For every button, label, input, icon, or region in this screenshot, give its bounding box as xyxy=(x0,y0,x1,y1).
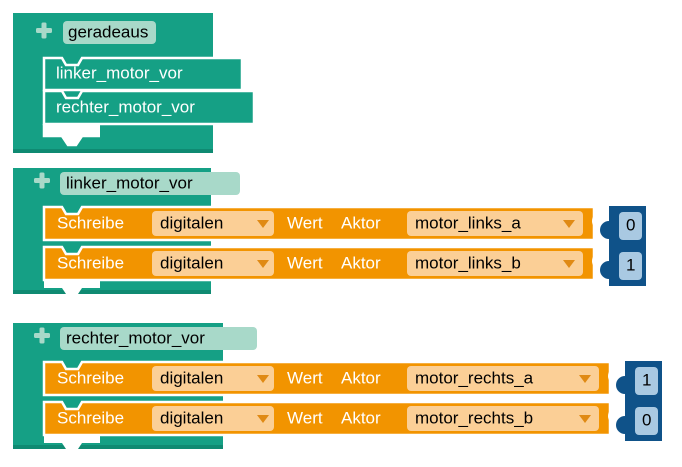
call-block-shape xyxy=(42,89,256,126)
procedure-block-rechter-motor-vor[interactable]: rechter_motor_vor Schreibe digitalen Wer… xyxy=(13,323,662,452)
label-write: Schreibe xyxy=(57,253,124,272)
value-input-socket xyxy=(592,252,601,270)
mode-dropdown-field[interactable] xyxy=(152,366,274,391)
value-block-links-a[interactable]: 0 xyxy=(600,206,646,246)
value-input-socket xyxy=(608,407,617,425)
mode-dropdown-field[interactable] xyxy=(152,251,274,276)
actuator-dropdown-label: motor_links_a xyxy=(415,213,521,232)
procedure-call-block-linker-motor-vor[interactable]: linker_motor_vor xyxy=(42,56,244,92)
label-write: Schreibe xyxy=(57,213,124,232)
actuator-dropdown-label: motor_rechts_a xyxy=(415,368,534,387)
plus-icon[interactable] xyxy=(36,22,52,39)
statement-slot-notch-fill xyxy=(44,280,100,297)
label-write: Schreibe xyxy=(57,408,124,427)
chevron-down-icon[interactable] xyxy=(579,415,591,423)
label-actuator: Aktor xyxy=(341,368,381,387)
value-label: 1 xyxy=(642,370,651,389)
actuator-write-block-links-b[interactable]: Schreibe digitalen Wert Aktor motor_link… xyxy=(42,245,601,282)
chevron-down-icon[interactable] xyxy=(257,415,269,423)
value-block-links-b[interactable]: 1 xyxy=(600,246,646,286)
procedure-call-block-rechter-motor-vor[interactable]: rechter_motor_vor xyxy=(42,89,256,126)
call-block-label: rechter_motor_vor xyxy=(56,97,195,116)
statement-slot-notch-fill xyxy=(44,435,100,452)
value-field[interactable] xyxy=(635,407,658,435)
actuator-write-block-rechts-a[interactable]: Schreibe digitalen Wert Aktor motor_rech… xyxy=(42,360,617,397)
value-block-rechts-b[interactable]: 0 xyxy=(616,401,662,441)
chevron-down-icon[interactable] xyxy=(257,375,269,383)
procedure-block-geradeaus[interactable]: geradeaus linker_motor_vor rechter_motor… xyxy=(13,13,256,153)
value-input-socket xyxy=(592,212,601,230)
procedure-body-bottom-edge xyxy=(13,290,211,294)
label-write: Schreibe xyxy=(57,368,124,387)
statement-slot-notch-fill xyxy=(44,124,100,145)
actuator-dropdown-label: motor_links_b xyxy=(415,253,521,272)
value-label: 0 xyxy=(626,215,635,234)
mode-dropdown-label: digitalen xyxy=(160,213,223,232)
value-field[interactable] xyxy=(635,367,658,395)
actuator-dropdown-field[interactable] xyxy=(407,366,599,391)
label-actuator: Aktor xyxy=(341,213,381,232)
mode-dropdown-field[interactable] xyxy=(152,406,274,431)
label-value: Wert xyxy=(287,368,323,387)
procedure-name-field[interactable] xyxy=(60,327,257,350)
value-block-rechts-a[interactable]: 1 xyxy=(616,361,662,401)
mode-dropdown-label: digitalen xyxy=(160,368,223,387)
procedure-body-bottom-edge xyxy=(13,149,213,153)
mode-dropdown-field[interactable] xyxy=(152,211,274,236)
label-value: Wert xyxy=(287,253,323,272)
actuator-dropdown-field[interactable] xyxy=(407,406,599,431)
plus-icon[interactable] xyxy=(34,327,50,344)
actuator-dropdown-field[interactable] xyxy=(407,251,583,276)
call-block-label: linker_motor_vor xyxy=(56,63,183,82)
procedure-name-label: geradeaus xyxy=(68,22,148,41)
chevron-down-icon[interactable] xyxy=(257,260,269,268)
procedure-name-field[interactable] xyxy=(60,172,240,195)
value-label: 1 xyxy=(626,255,635,274)
actuator-dropdown-label: motor_rechts_b xyxy=(415,408,533,427)
procedure-body-bottom-edge xyxy=(13,445,223,449)
mode-dropdown-label: digitalen xyxy=(160,253,223,272)
label-actuator: Aktor xyxy=(341,408,381,427)
chevron-down-icon[interactable] xyxy=(563,220,575,228)
label-actuator: Aktor xyxy=(341,253,381,272)
actuator-write-block-rechts-b[interactable]: Schreibe digitalen Wert Aktor motor_rech… xyxy=(42,400,617,437)
procedure-block-linker-motor-vor[interactable]: linker_motor_vor Schreibe digitalen Wert… xyxy=(13,168,646,297)
actuator-write-block-links-a[interactable]: Schreibe digitalen Wert Aktor motor_link… xyxy=(42,205,601,242)
label-value: Wert xyxy=(287,213,323,232)
value-field[interactable] xyxy=(619,252,642,280)
chevron-down-icon[interactable] xyxy=(579,375,591,383)
chevron-down-icon[interactable] xyxy=(563,260,575,268)
value-input-socket xyxy=(608,367,617,385)
label-value: Wert xyxy=(287,408,323,427)
value-field[interactable] xyxy=(619,212,642,240)
procedure-name-label: rechter_motor_vor xyxy=(66,328,205,347)
procedure-name-field[interactable] xyxy=(63,21,156,44)
value-label: 0 xyxy=(642,410,651,429)
mode-dropdown-label: digitalen xyxy=(160,408,223,427)
chevron-down-icon[interactable] xyxy=(257,220,269,228)
plus-icon[interactable] xyxy=(34,172,50,189)
actuator-dropdown-field[interactable] xyxy=(407,211,583,236)
procedure-name-label: linker_motor_vor xyxy=(66,173,193,192)
